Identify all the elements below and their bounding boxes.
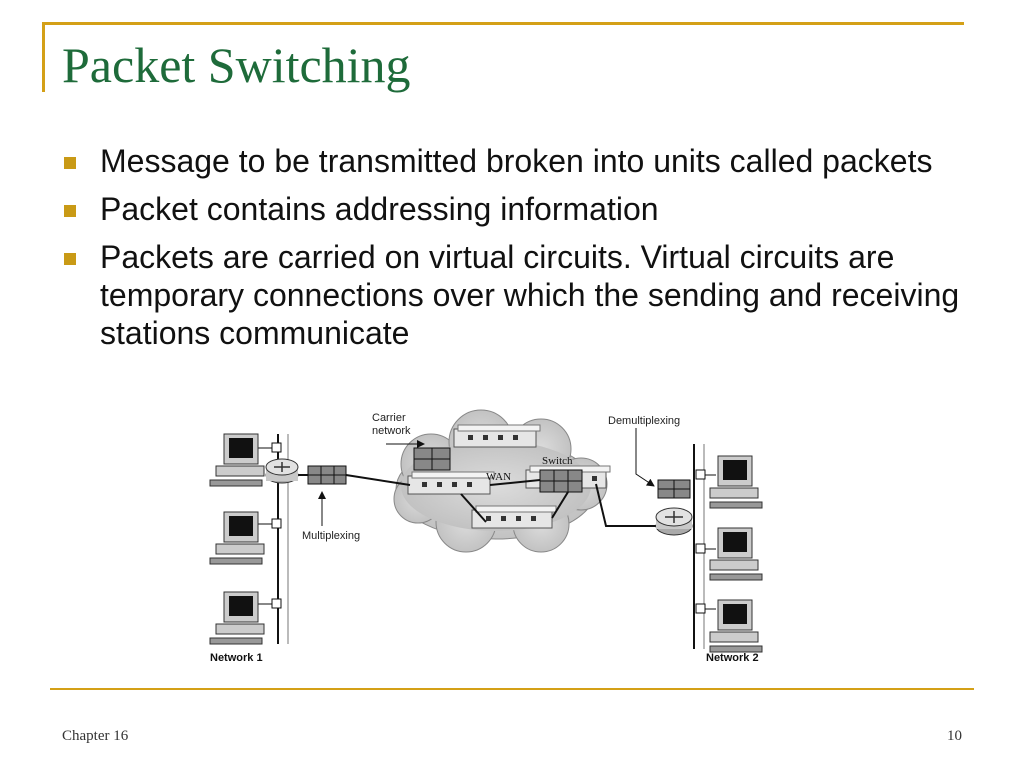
packet-block-switch — [539, 469, 583, 493]
switch-left — [407, 471, 495, 495]
bullet-item: Message to be transmitted broken into un… — [62, 142, 982, 180]
virtual-circuit-links — [296, 474, 666, 527]
network2-bus — [693, 444, 716, 649]
bullet-marker — [64, 205, 76, 217]
computer-icon — [209, 591, 265, 645]
switch-bottom — [471, 505, 557, 529]
page-number: 10 — [947, 728, 962, 744]
packet-block-cloud-left — [413, 447, 451, 471]
bullet-item: Packet contains addressing information — [62, 190, 982, 228]
network1-label: Network 1 — [210, 652, 263, 664]
packet-block-mux — [307, 465, 347, 485]
bullet-list: Message to be transmitted broken into un… — [62, 142, 982, 362]
title-frame-top — [42, 22, 964, 25]
switch-label: Switch — [542, 455, 573, 467]
carrier-label-line2: network — [372, 425, 411, 437]
bullet-marker — [64, 157, 76, 169]
network2-label: Network 2 — [706, 652, 759, 664]
wan-label: WAN — [486, 471, 511, 483]
footer-rule — [50, 688, 974, 690]
bullet-item: Packets are carried on virtual circuits.… — [62, 238, 982, 352]
carrier-label-line1: Carrier — [372, 412, 406, 424]
computer-icon — [209, 433, 265, 487]
computer-icon — [709, 527, 763, 581]
bullet-text: Message to be transmitted broken into un… — [100, 143, 933, 179]
slide-title: Packet Switching — [62, 37, 411, 93]
packet-block-demux — [657, 479, 691, 499]
chapter-label: Chapter 16 — [62, 728, 129, 744]
demultiplexing-label: Demultiplexing — [608, 415, 680, 427]
router-icon-right — [655, 507, 693, 536]
bullet-text: Packets are carried on virtual circuits.… — [100, 239, 960, 351]
computer-icon — [709, 455, 763, 509]
demultiplexing-arrow — [635, 428, 655, 487]
multiplexing-label: Multiplexing — [302, 530, 360, 542]
switch-top — [453, 424, 541, 448]
packet-switching-diagram: Carrier network WAN Switch Multiplexing … — [209, 409, 763, 664]
bullet-marker — [64, 253, 76, 265]
computer-icon — [709, 599, 763, 653]
router-icon-left — [265, 458, 299, 484]
title-frame-left — [42, 22, 45, 92]
bullet-text: Packet contains addressing information — [100, 191, 659, 227]
computer-icon — [209, 511, 265, 565]
